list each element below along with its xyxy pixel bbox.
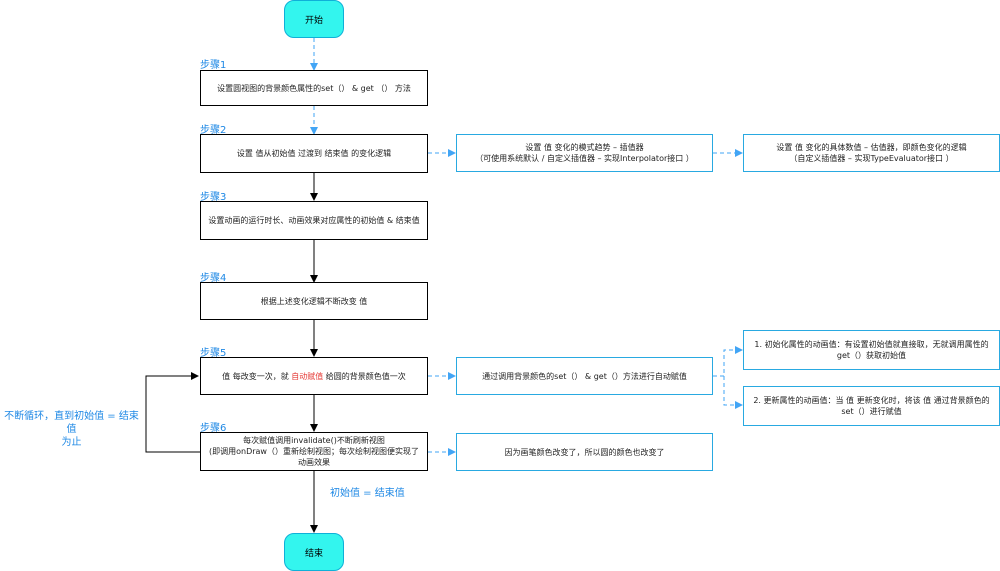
init-anim-line-2: get（）获取初始值: [836, 351, 907, 360]
start-label: 开始: [304, 15, 323, 26]
loop-note: 不断循环，直到初始值 = 结束值 为止: [0, 410, 143, 449]
evaluator-line-1: 设置 值 变化的具体数值 – 估值器，即颜色变化的逻辑: [776, 143, 967, 152]
step-1-text: 设置圆视图的背景颜色属性的set（） & get （） 方法: [217, 83, 411, 93]
step-5-label: 步骤5: [200, 348, 227, 359]
step-6-line-3: 动画效果: [298, 458, 330, 467]
step-1-box: 设置圆视图的背景颜色属性的set（） & get （） 方法: [200, 70, 428, 106]
step-4-box: 根据上述变化逻辑不断改变 值: [200, 282, 428, 320]
auto-assign-box: 通过调用背景颜色的set（） & get（）方法进行自动赋值: [456, 357, 713, 395]
update-anim-value-box: 2. 更新属性的动画值：当 值 更新变化时，将该 值 通过背景颜色的 set（）…: [743, 386, 1000, 426]
color-change-box: 因为画笔颜色改变了，所以圆的颜色也改变了: [456, 433, 713, 471]
stop-condition-note: 初始值 = 结束值: [330, 487, 410, 500]
step-6-line-1: 每次赋值调用invalidate()不断刷新视图: [243, 436, 385, 445]
evaluator-line-2: （自定义插值器 – 实现TypeEvaluator接口 ）: [789, 154, 954, 163]
step-3-label: 步骤3: [200, 192, 227, 203]
end-node: 结束: [284, 533, 344, 571]
loop-note-line-1: 不断循环，直到初始值 = 结束值: [4, 411, 139, 435]
loop-note-line-2: 为止: [61, 437, 82, 448]
step-1-label: 步骤1: [200, 60, 227, 71]
step-3-text: 设置动画的运行时长、动画效果对应属性的初始值 & 结束值: [208, 216, 420, 225]
step-2-box: 设置 值从初始值 过渡到 结束值 的变化逻辑: [200, 134, 428, 173]
evaluator-box: 设置 值 变化的具体数值 – 估值器，即颜色变化的逻辑 （自定义插值器 – 实现…: [743, 134, 1000, 172]
step-6-line-2: (即调用onDraw（）重新绘制视图；每次绘制视图便实现了: [209, 447, 419, 456]
start-node: 开始: [284, 0, 344, 38]
step-5-box: 值 每改变一次，就 自动赋值 给圆的背景颜色值一次: [200, 357, 428, 395]
update-anim-line-1: 2. 更新属性的动画值：当 值 更新变化时，将该 值 通过背景颜色的: [753, 396, 990, 405]
step-4-label: 步骤4: [200, 273, 227, 284]
color-change-text: 因为画笔颜色改变了，所以圆的颜色也改变了: [504, 447, 665, 457]
step-5-highlight: 自动赋值: [291, 371, 324, 381]
end-label: 结束: [304, 548, 323, 559]
init-anim-value-box: 1. 初始化属性的动画值：有设置初始值就直接取，无就调用属性的 get（）获取初…: [743, 330, 1000, 370]
step-5-text: 值 每改变一次，就 自动赋值 给圆的背景颜色值一次: [222, 371, 406, 382]
step-4-text: 根据上述变化逻辑不断改变 值: [260, 296, 368, 306]
interpolator-line-2: （可使用系统默认 / 自定义插值器 – 实现Interpolator接口 ）: [475, 154, 694, 163]
stop-condition-text: 初始值 = 结束值: [330, 488, 405, 499]
step-2-text: 设置 值从初始值 过渡到 结束值 的变化逻辑: [236, 149, 392, 158]
step-5-text-post: 给圆的背景颜色值一次: [323, 371, 406, 381]
init-anim-line-1: 1. 初始化属性的动画值：有设置初始值就直接取，无就调用属性的: [754, 340, 989, 349]
interpolator-box: 设置 值 变化的模式趋势 – 插值器 （可使用系统默认 / 自定义插值器 – 实…: [456, 134, 713, 172]
step-2-label: 步骤2: [200, 125, 227, 136]
step-3-box: 设置动画的运行时长、动画效果对应属性的初始值 & 结束值: [200, 201, 428, 240]
auto-assign-text: 通过调用背景颜色的set（） & get（）方法进行自动赋值: [482, 371, 687, 381]
step-6-box: 每次赋值调用invalidate()不断刷新视图 (即调用onDraw（）重新绘…: [200, 432, 428, 471]
interpolator-line-1: 设置 值 变化的模式趋势 – 插值器: [525, 143, 644, 152]
update-anim-line-2: set（）进行赋值: [841, 407, 902, 416]
step-6-label: 步骤6: [200, 423, 227, 434]
step-5-text-pre: 值 每改变一次，就: [222, 371, 292, 381]
